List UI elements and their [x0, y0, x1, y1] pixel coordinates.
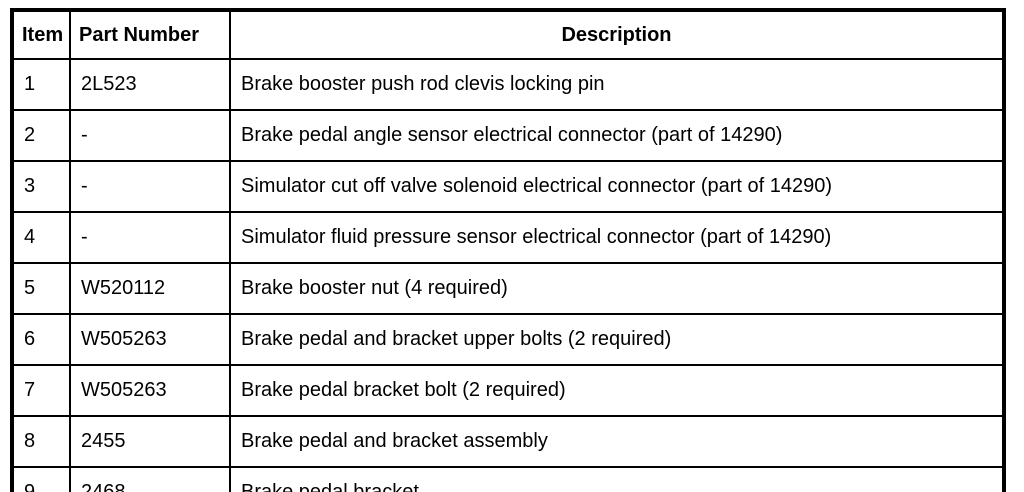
table-row: 5 W520112 Brake booster nut (4 required)	[11, 262, 1005, 315]
column-header-item: Item	[11, 9, 71, 60]
cell-item: 8	[11, 415, 71, 468]
column-header-part-number: Part Number	[69, 9, 231, 60]
cell-description: Brake pedal and bracket assembly	[229, 415, 1005, 468]
cell-item: 3	[11, 160, 71, 213]
table-row: 1 2L523 Brake booster push rod clevis lo…	[11, 58, 1005, 111]
table-row: 3 - Simulator cut off valve solenoid ele…	[11, 160, 1005, 213]
cell-description: Brake pedal angle sensor electrical conn…	[229, 109, 1005, 162]
table-row: 7 W505263 Brake pedal bracket bolt (2 re…	[11, 364, 1005, 417]
cell-item: 7	[11, 364, 71, 417]
cell-description: Brake booster push rod clevis locking pi…	[229, 58, 1005, 111]
cell-item: 9	[11, 466, 71, 492]
cell-part-number: 2455	[69, 415, 231, 468]
cell-description: Simulator cut off valve solenoid electri…	[229, 160, 1005, 213]
cell-description: Brake pedal and bracket upper bolts (2 r…	[229, 313, 1005, 366]
cell-description: Brake pedal bracket bolt (2 required)	[229, 364, 1005, 417]
cell-part-number: 2468	[69, 466, 231, 492]
cell-description: Brake pedal bracket	[229, 466, 1005, 492]
cell-description: Brake booster nut (4 required)	[229, 262, 1005, 315]
cell-item: 6	[11, 313, 71, 366]
cell-item: 5	[11, 262, 71, 315]
cell-part-number: W520112	[69, 262, 231, 315]
cell-description: Simulator fluid pressure sensor electric…	[229, 211, 1005, 264]
parts-table-body: 1 2L523 Brake booster push rod clevis lo…	[11, 58, 1005, 492]
cell-item: 2	[11, 109, 71, 162]
parts-table: Item Part Number Description 1 2L523 Bra…	[10, 8, 1006, 492]
cell-part-number: 2L523	[69, 58, 231, 111]
table-row: 2 - Brake pedal angle sensor electrical …	[11, 109, 1005, 162]
table-row: 6 W505263 Brake pedal and bracket upper …	[11, 313, 1005, 366]
parts-table-header: Item Part Number Description	[11, 9, 1005, 60]
header-row: Item Part Number Description	[11, 9, 1005, 60]
table-row: 8 2455 Brake pedal and bracket assembly	[11, 415, 1005, 468]
cell-part-number: W505263	[69, 364, 231, 417]
cell-part-number: -	[69, 109, 231, 162]
table-row: 4 - Simulator fluid pressure sensor elec…	[11, 211, 1005, 264]
cell-part-number: -	[69, 160, 231, 213]
cell-item: 1	[11, 58, 71, 111]
column-header-description: Description	[229, 9, 1005, 60]
table-row: 9 2468 Brake pedal bracket	[11, 466, 1005, 492]
cell-part-number: -	[69, 211, 231, 264]
cell-part-number: W505263	[69, 313, 231, 366]
cell-item: 4	[11, 211, 71, 264]
